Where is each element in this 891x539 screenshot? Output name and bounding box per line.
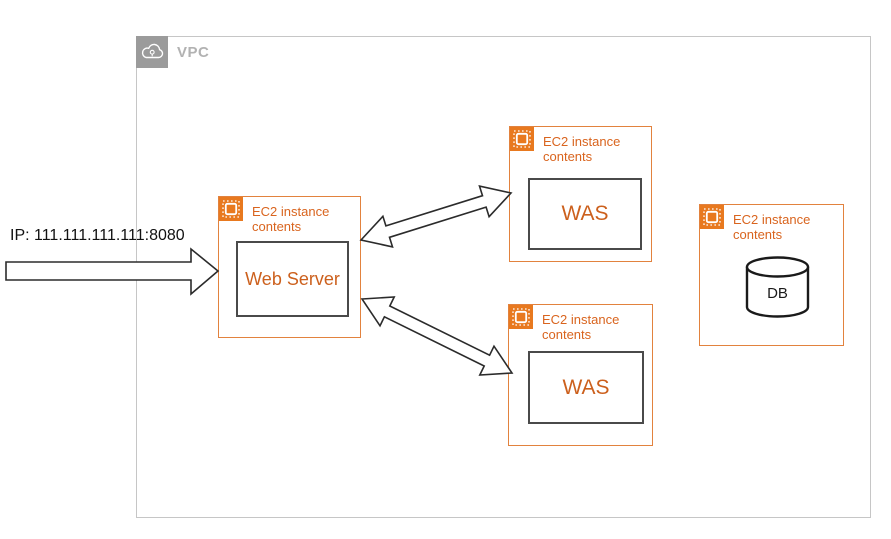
ec2-box-label: EC2 instance contents xyxy=(252,204,330,234)
ec2-box-db: EC2 instance contents DB xyxy=(699,204,844,346)
web-server-node: Web Server xyxy=(236,241,349,317)
vpc-tag: VPC xyxy=(136,36,209,68)
db-node: DB xyxy=(744,255,811,319)
ip-address-label: IP: 111.111.111.111:8080 xyxy=(10,227,185,244)
node-name-web-server: Web Server xyxy=(245,268,340,289)
ec2-instance-icon xyxy=(510,127,534,151)
ec2-instance-icon xyxy=(509,305,533,329)
database-cylinder-icon xyxy=(745,256,810,318)
node-name-was-bottom: WAS xyxy=(562,375,610,399)
was-top-node: WAS xyxy=(528,178,642,250)
ec2-box-label: EC2 instance contents xyxy=(542,312,620,342)
node-name-db: DB xyxy=(767,285,788,302)
ec2-box-label: EC2 instance contents xyxy=(543,134,621,164)
ec2-instance-icon xyxy=(700,205,724,229)
ec2-box-was-bottom: EC2 instance contents WAS xyxy=(508,304,653,446)
ec2-instance-icon xyxy=(219,197,243,221)
ec2-box-label: EC2 instance contents xyxy=(733,212,811,242)
ec2-box-was-top: EC2 instance contents WAS xyxy=(509,126,652,262)
was-bottom-node: WAS xyxy=(528,351,644,424)
ec2-box-web-server: EC2 instance contents Web Server xyxy=(218,196,361,338)
vpc-label: VPC xyxy=(177,44,210,61)
vpc-cloud-icon xyxy=(136,36,168,68)
node-name-was-top: WAS xyxy=(561,202,609,225)
